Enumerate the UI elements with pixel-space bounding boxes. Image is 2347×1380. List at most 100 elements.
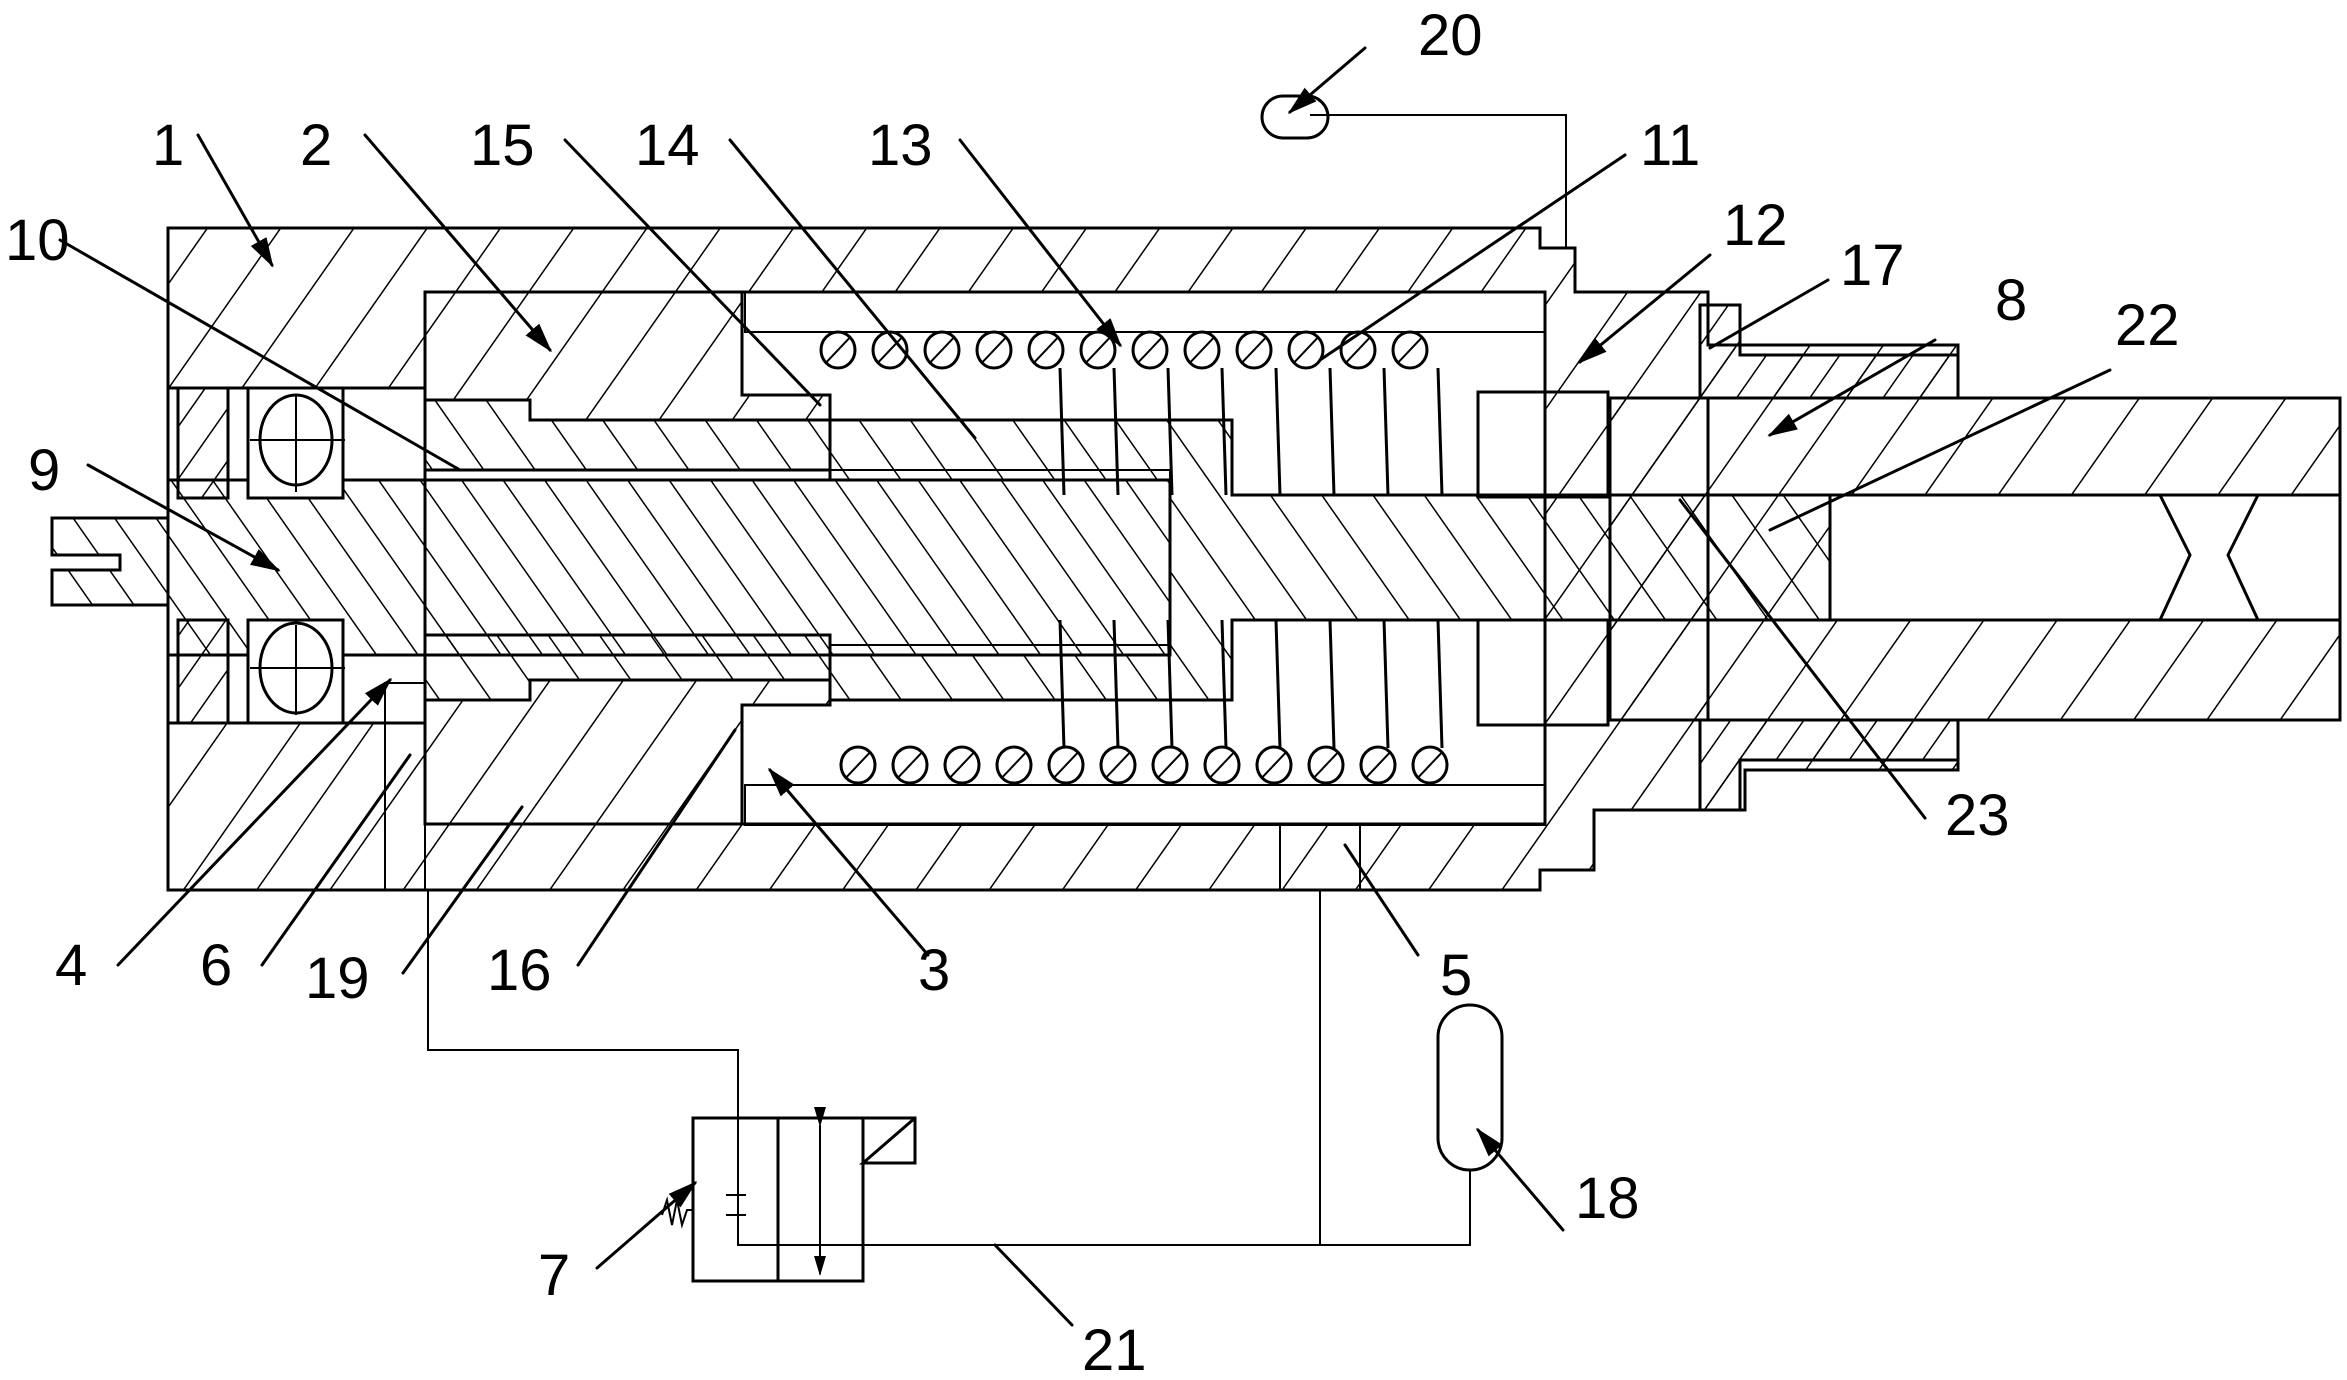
coil-spring-icon (1151, 745, 1189, 785)
leader-18 (1476, 1127, 1565, 1232)
label-19: 19 (305, 946, 370, 1011)
leader-22 (1768, 368, 2112, 532)
label-4: 4 (55, 933, 87, 998)
coil-section-mark (929, 336, 955, 364)
leader-lines (58, 46, 2112, 1327)
label-15: 15 (470, 113, 535, 178)
coil-spring-icon (1203, 745, 1241, 785)
label-3: 3 (918, 938, 950, 1003)
coil-spring-icon (943, 745, 981, 785)
label-14: 14 (635, 113, 700, 178)
leader-6 (260, 753, 412, 967)
leader-8 (1767, 338, 1937, 437)
coil-spring-icon (839, 745, 877, 785)
coil-section-mark (981, 336, 1007, 364)
spring-chamber (744, 291, 1610, 826)
label-2: 2 (300, 113, 332, 178)
leader-2 (363, 133, 552, 353)
label-12: 12 (1723, 193, 1788, 258)
output-shaft-8 (1608, 396, 2342, 722)
leader-16 (576, 728, 737, 967)
pressure-sensor-icon (1260, 94, 1330, 140)
leader-9 (86, 463, 281, 572)
leader-13 (958, 138, 1122, 348)
label-11: 11 (1640, 113, 1700, 178)
coil-spring-wire (1436, 619, 1444, 749)
coil-section-mark (1157, 751, 1183, 779)
label-22: 22 (2115, 293, 2180, 358)
leader-15 (563, 138, 822, 407)
coil-section-mark (1261, 751, 1287, 779)
coil-spring-wire (1112, 619, 1120, 749)
label-5: 5 (1440, 943, 1472, 1008)
label-17: 17 (1840, 233, 1905, 298)
coil-section-mark (1293, 336, 1319, 364)
label-1: 1 (152, 113, 184, 178)
coil-section-mark (1137, 336, 1163, 364)
reference-numerals: 1 2 3 4 5 6 7 8 9 10 11 12 13 14 15 16 1… (5, 3, 2180, 1380)
sensor-line-20 (1310, 114, 1567, 248)
leader-21 (993, 1243, 1074, 1327)
coil-spring-wire (1112, 367, 1120, 496)
coil-spring-icon (1255, 745, 1293, 785)
coil-section-mark (1033, 336, 1059, 364)
leader-11 (1318, 153, 1627, 362)
coil-section-mark (1417, 751, 1443, 779)
coil-spring-icon (995, 745, 1033, 785)
label-9: 9 (28, 438, 60, 503)
label-18: 18 (1575, 1166, 1640, 1231)
leader-14 (728, 138, 977, 440)
coil-section-mark (825, 336, 851, 364)
coil-spring-wire (1274, 619, 1282, 749)
coil-spring-wire (1382, 367, 1390, 496)
fluid-line-21 (427, 890, 1471, 1246)
accumulator-18 (1436, 1003, 1504, 1172)
coil-section-mark (1053, 751, 1079, 779)
label-13: 13 (868, 113, 933, 178)
leader-23 (1678, 498, 1927, 820)
coil-section-mark (1189, 336, 1215, 364)
ring-17 (1698, 303, 1960, 812)
coil-spring-icon (1411, 745, 1449, 785)
coil-section-mark (1241, 336, 1267, 364)
label-10: 10 (5, 208, 70, 273)
leader-19 (401, 805, 524, 975)
coil-section-mark (845, 751, 871, 779)
coil-spring-wire (1220, 619, 1228, 749)
coil-spring-wire (1328, 619, 1336, 749)
coil-spring-wire (1220, 367, 1228, 496)
coil-section-mark (1209, 751, 1235, 779)
label-20: 20 (1418, 3, 1483, 68)
coil-spring-11-13 (819, 330, 1449, 785)
leader-1 (196, 133, 274, 268)
bearing-lower (176, 618, 345, 725)
leader-4 (116, 677, 393, 967)
bearing-upper (176, 386, 345, 500)
coil-spring-icon (891, 745, 929, 785)
label-21: 21 (1082, 1318, 1147, 1375)
coil-spring-icon (1307, 745, 1345, 785)
label-6: 6 (200, 933, 232, 998)
leader-5 (1343, 843, 1420, 957)
coil-spring-wire (1166, 367, 1174, 496)
coil-spring-wire (1058, 367, 1066, 496)
coil-section-mark (877, 336, 903, 364)
coil-section-mark (1105, 751, 1131, 779)
coil-spring-icon (1359, 745, 1397, 785)
input-shaft-9 (50, 478, 1172, 657)
leader-12 (1577, 253, 1712, 364)
coil-spring-wire (1382, 619, 1390, 749)
coil-spring-wire (1166, 619, 1174, 749)
label-16: 16 (487, 938, 552, 1003)
coil-spring-wire (1436, 367, 1444, 496)
coil-spring-wire (1058, 619, 1066, 749)
coil-section-mark (1313, 751, 1339, 779)
solenoid-valve-7 (661, 1107, 917, 1283)
coil-spring-wire (1274, 367, 1282, 496)
leader-17 (1708, 278, 1830, 350)
leader-10 (58, 238, 462, 472)
label-8: 8 (1995, 268, 2027, 333)
coil-spring-icon (1047, 745, 1085, 785)
